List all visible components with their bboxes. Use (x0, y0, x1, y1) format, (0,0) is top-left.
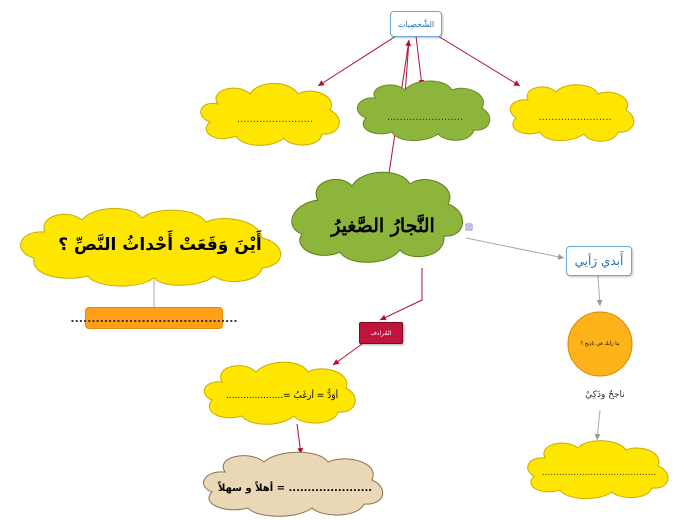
place-answer-box[interactable]: ........................................ (70, 307, 238, 329)
main-title: النَّجارُ الصَّغيرُ (331, 215, 435, 237)
connector-main-to-opinion (465, 237, 565, 260)
cloud-characters-center (356, 80, 491, 141)
connector-characters-to-left (317, 35, 397, 87)
opinion-box[interactable]: أَبدي رَأيي (566, 246, 632, 276)
connector-circle-to-answer (594, 409, 601, 441)
vocab-item1[interactable]: أوَدُّ = أرغَبُ =.................... (225, 391, 339, 401)
cloud-characters-left (200, 83, 340, 146)
characters-blank-center[interactable]: ........................ (386, 111, 464, 123)
opinion-answer[interactable]: ........................................ (541, 468, 657, 478)
cloud-characters-right (509, 84, 635, 142)
cloud-main-title (291, 171, 464, 263)
characters-label: الشَّخصِيات (397, 19, 435, 29)
opinion-label: أَبدي رَأيي (574, 254, 624, 268)
cloud-vocab-item1 (203, 361, 356, 425)
note-icon[interactable] (465, 223, 473, 231)
connector-opinion-to-circle (596, 275, 603, 307)
connectors (153, 35, 603, 455)
cloud-place-question (20, 207, 282, 287)
characters-blank-right[interactable]: ....................... (538, 111, 612, 123)
place-answer-text: ........................................ (70, 311, 238, 325)
cloud-vocab-item2 (203, 451, 384, 517)
connector-characters-lower (404, 39, 410, 96)
opinion-hint: ناجحٌ وذَكِيٌ (575, 386, 635, 404)
connector-cloud1-to-cloud2 (296, 423, 304, 455)
cloud-opinion-answer (527, 440, 669, 499)
vocab-item2[interactable]: ...................... = أهلاً و سهلاً (217, 482, 373, 494)
connector-vocab-to-cloud1 (332, 343, 363, 366)
connector-characters-to-green (415, 35, 425, 87)
connector-characters-to-right (437, 35, 521, 87)
place-question: أَيْنَ وَقَعَتْ أَحْداثُ النَّصِّ ؟ (58, 235, 262, 255)
opinion-question: ما رأيك في نادِيج ؟ (580, 341, 620, 347)
characters-blank-left[interactable]: ........................ (236, 113, 314, 125)
characters-box[interactable]: الشَّخصِيات (390, 11, 442, 37)
connector-main-to-vocab (379, 268, 423, 321)
opinion-question-circle (567, 311, 633, 377)
vocab-label: المُرادف (370, 329, 392, 337)
vocab-box[interactable]: المُرادف (359, 322, 403, 344)
